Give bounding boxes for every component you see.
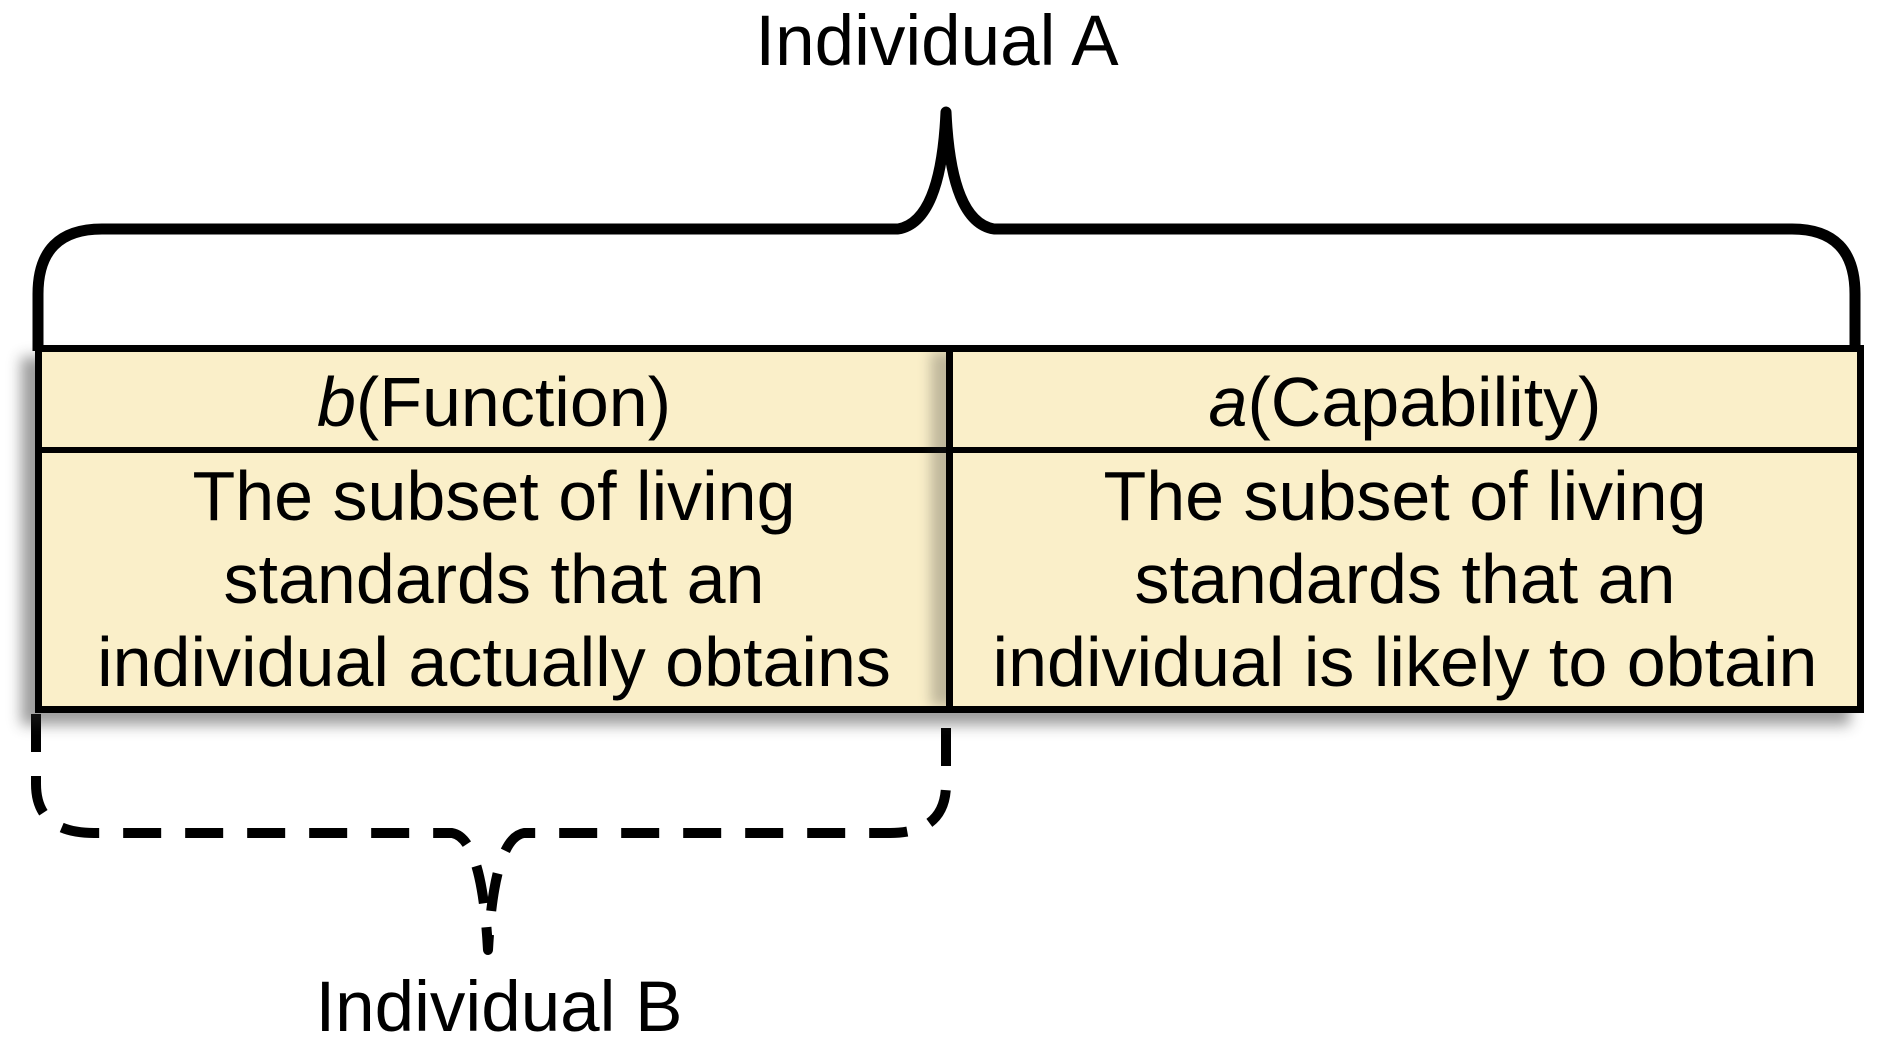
capability-symbol: a [1208,362,1248,441]
capability-header: a(Capability) [953,352,1857,453]
description-line: individual is likely to obtain [992,623,1818,701]
description-line: standards that an [1134,540,1676,618]
capability-term: (Capability) [1247,362,1602,441]
capability-column: a(Capability) The subset of living stand… [946,352,1857,706]
capability-description: The subset of living standards that an i… [953,453,1857,706]
description-line: The subset of living [192,457,796,535]
individual-b-label: Individual B [315,968,683,1047]
function-column: b(Function) The subset of living standar… [42,352,946,706]
function-description: The subset of living standards that an i… [42,453,946,706]
concepts-table: b(Function) The subset of living standar… [35,345,1864,713]
individual-a-label: Individual A [755,2,1119,81]
description-line: individual actually obtains [97,623,891,701]
concepts-table-inner: b(Function) The subset of living standar… [42,352,1857,706]
function-header: b(Function) [42,352,946,453]
function-symbol: b [316,362,356,441]
function-term: (Function) [355,362,672,441]
description-line: The subset of living [1103,457,1707,535]
individual-a-brace [32,106,1861,351]
individual-b-brace [31,714,951,955]
description-line: standards that an [223,540,765,618]
